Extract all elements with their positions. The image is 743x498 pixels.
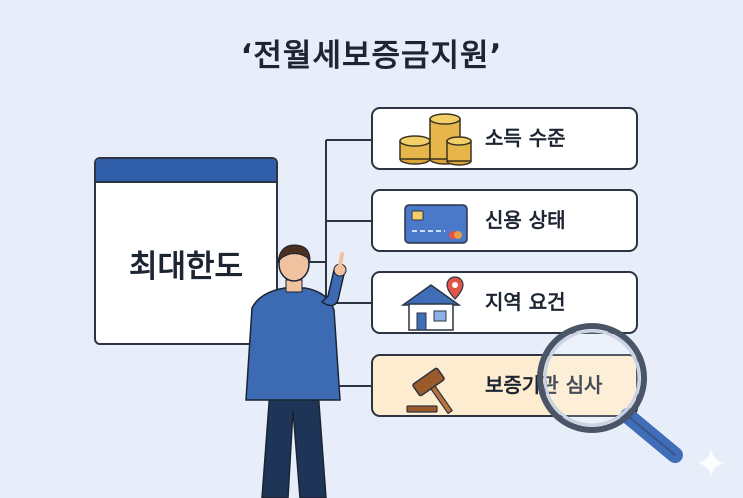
max-limit-card: 최대한도 xyxy=(94,157,278,345)
coins-icon xyxy=(399,113,472,166)
house-location-icon xyxy=(400,276,464,331)
item-region-label: 지역 요건 xyxy=(485,290,566,314)
gavel-icon xyxy=(406,367,454,415)
magnifier-icon xyxy=(537,323,683,463)
item-guarantee-review[interactable]: 보증기관 심사 xyxy=(371,354,638,417)
item-region-requirement[interactable]: 지역 요건 xyxy=(371,271,638,334)
diagram-title: ‘전월세보증금지원’ xyxy=(240,38,503,74)
card-header-bar xyxy=(96,159,276,183)
item-income-level[interactable]: 소득 수준 xyxy=(371,107,638,170)
item-credit-status[interactable]: 신용 상태 xyxy=(371,189,638,252)
item-income-label: 소득 수준 xyxy=(485,126,566,150)
max-limit-label: 최대한도 xyxy=(128,249,244,285)
sparkle-icon xyxy=(697,449,725,477)
item-credit-label: 신용 상태 xyxy=(485,208,566,232)
credit-card-icon xyxy=(404,204,468,244)
person-illustration xyxy=(245,244,347,498)
